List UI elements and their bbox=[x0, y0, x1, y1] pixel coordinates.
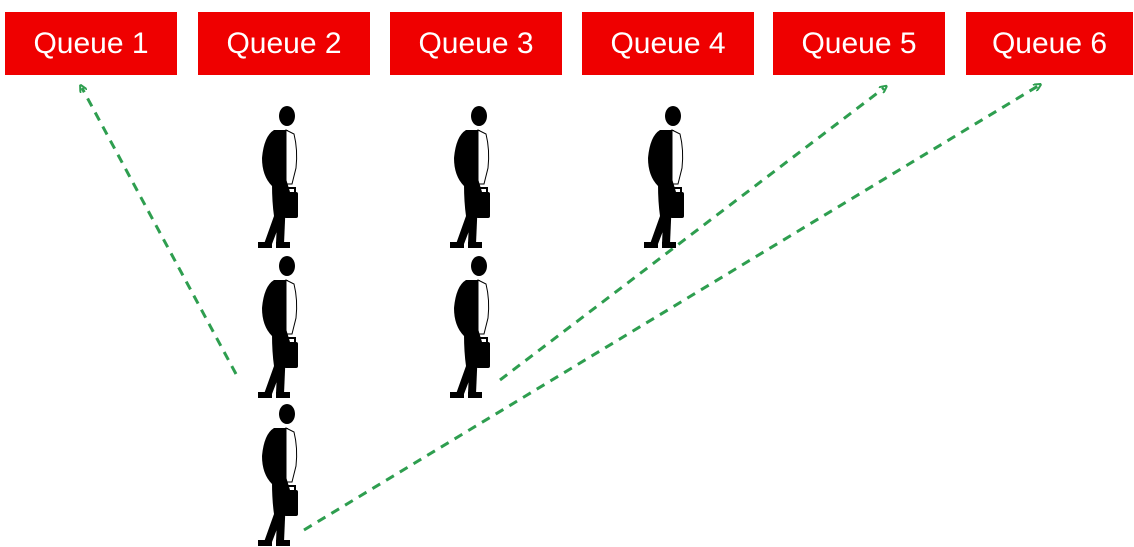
reassignment-arrows bbox=[82, 86, 1038, 532]
arrow-to-queue-1 bbox=[82, 88, 238, 375]
queue-5-box: Queue 5 bbox=[773, 12, 945, 75]
person-icon bbox=[643, 105, 685, 249]
queue-6-label: Queue 6 bbox=[991, 26, 1108, 60]
queue-3-box: Queue 3 bbox=[390, 12, 562, 75]
arrow-to-queue-5 bbox=[499, 88, 884, 382]
person-icon bbox=[257, 403, 299, 547]
queue-5-label: Queue 5 bbox=[801, 26, 917, 60]
queue-1-label: Queue 1 bbox=[33, 26, 149, 60]
person-icon bbox=[257, 105, 299, 249]
person-icon bbox=[449, 255, 491, 399]
queue-3-label: Queue 3 bbox=[418, 26, 534, 60]
person-icon bbox=[257, 255, 299, 399]
queue-2-label: Queue 2 bbox=[226, 26, 342, 60]
queue-6-box: Queue 6 bbox=[966, 12, 1133, 75]
waiting-people bbox=[257, 105, 685, 547]
queue-4-label: Queue 4 bbox=[610, 26, 726, 60]
person-icon bbox=[449, 105, 491, 249]
queue-1-box: Queue 1 bbox=[5, 12, 177, 75]
queue-2-box: Queue 2 bbox=[198, 12, 370, 75]
queue-4-box: Queue 4 bbox=[582, 12, 754, 75]
